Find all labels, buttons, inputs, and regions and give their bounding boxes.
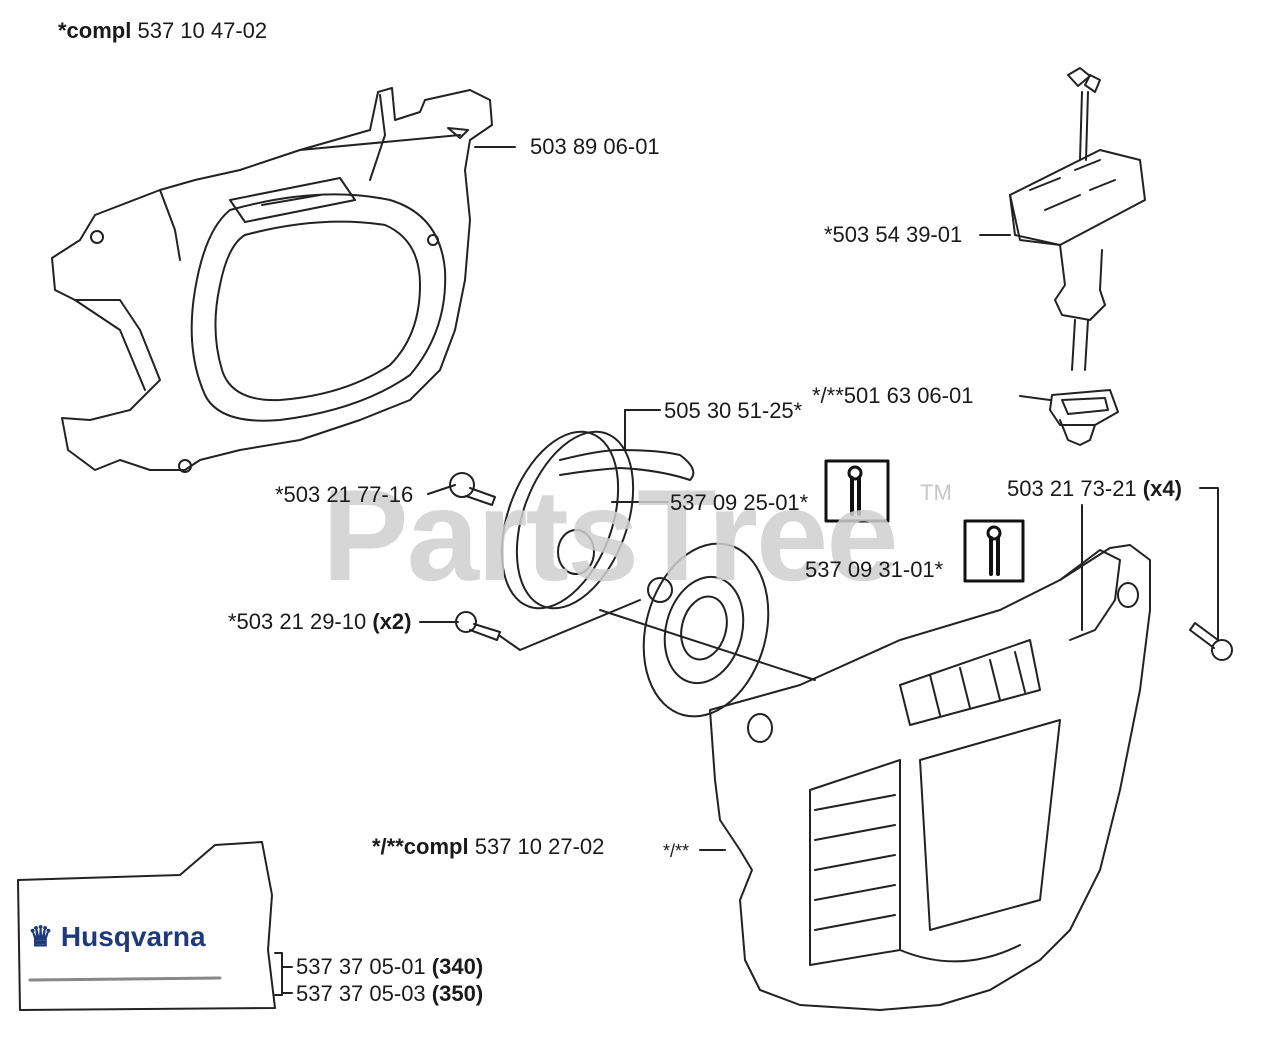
screw-16-part	[449, 472, 496, 506]
wrench-tool-icon-a	[824, 459, 890, 523]
watermark: PartsTree	[322, 462, 899, 608]
label-starter-handle: *503 54 39-01	[824, 222, 963, 247]
decal-350-number: 537 37 05-03	[296, 981, 426, 1006]
wrench-tool-icon-b	[963, 519, 1025, 583]
label-starter-marker: */**	[663, 841, 690, 861]
screw-x4-qty: (x4)	[1142, 476, 1182, 501]
decal-340-number: 537 37 05-01	[296, 954, 426, 979]
screw-x4-number: 503 21 73-21	[1007, 476, 1137, 501]
label-screw-16: *503 21 77-16	[275, 482, 414, 507]
label-screw-x2: *503 21 29-10 (x2)	[228, 609, 411, 635]
header-prefix: *compl	[58, 18, 132, 43]
screw-x2-number: *503 21 29-10	[228, 609, 367, 634]
spring-cassette-part	[642, 542, 770, 718]
label-pulley: 537 09 25-01*	[670, 490, 809, 515]
pulley-part	[500, 430, 816, 681]
husqvarna-logo-text: Husqvarna	[60, 921, 206, 952]
screw-x2-qty: (x2)	[372, 609, 412, 634]
decal-340-model: (340)	[431, 954, 484, 979]
label-screw-x4: 503 21 73-21 (x4)	[1007, 476, 1182, 502]
label-spring: 505 30 51-25*	[664, 398, 803, 423]
husqvarna-crown-icon: ♛	[28, 921, 54, 952]
starter-compl-number: 537 10 27-02	[474, 834, 605, 859]
decal-350-model: (350)	[431, 981, 484, 1006]
decal-part	[17, 841, 276, 1011]
starter-compl-prefix: */**compl	[372, 834, 469, 859]
label-decal-350: 537 37 05-03 (350)	[296, 981, 483, 1007]
label-fan-housing: 503 89 06-01	[530, 134, 660, 159]
label-decal-340: 537 37 05-01 (340)	[296, 954, 483, 980]
starter-handle-part	[1009, 67, 1146, 371]
label-handle-insert: */**501 63 06-01	[812, 383, 974, 408]
header-title: *compl 537 10 47-02	[58, 18, 267, 44]
starter-cover-part	[709, 544, 1151, 1011]
screw-x2-part	[455, 611, 501, 641]
husqvarna-logo: ♛ Husqvarna	[28, 920, 206, 953]
header-number: 537 10 47-02	[137, 18, 268, 43]
watermark-tm: TM	[920, 480, 952, 505]
handle-insert-part	[1049, 389, 1119, 446]
screw-x4-part	[1189, 622, 1233, 661]
label-starter-compl: */**compl 537 10 27-02	[372, 834, 604, 860]
label-spring-cassette: 537 09 31-01*	[805, 557, 944, 582]
fan-housing-part	[51, 87, 493, 473]
